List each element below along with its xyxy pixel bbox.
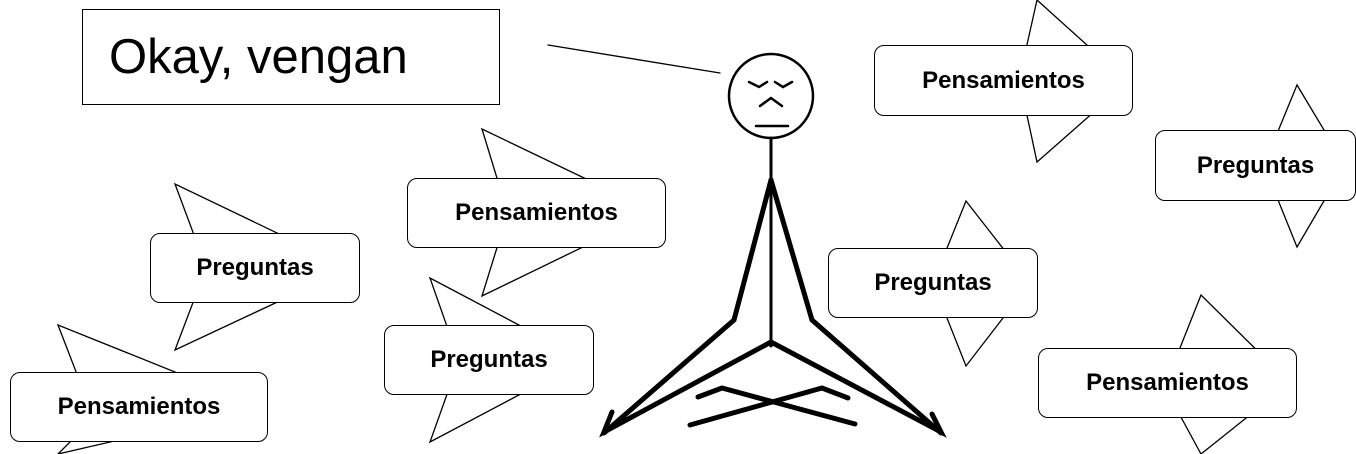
question-bubble: Preguntas bbox=[150, 233, 360, 303]
bubble-label: Preguntas bbox=[1196, 151, 1315, 179]
bubble-label: Preguntas bbox=[430, 346, 548, 373]
bubble-label: Preguntas bbox=[196, 254, 314, 281]
figure-crossed-shin-left bbox=[695, 385, 858, 427]
bubble-label: Pensamientos bbox=[922, 66, 1085, 94]
bubble-label: Pensamientos bbox=[455, 199, 618, 226]
speech-text: Okay, vengan bbox=[109, 30, 408, 84]
question-bubble: Preguntas bbox=[828, 248, 1038, 318]
thought-bubble: Pensamientos bbox=[874, 45, 1133, 116]
figure-crossed-shin-right bbox=[687, 385, 851, 428]
bubble-label: Pensamientos bbox=[1086, 369, 1249, 396]
thought-bubble: Pensamientos bbox=[1038, 348, 1297, 418]
thought-bubble: Pensamientos bbox=[407, 178, 666, 248]
figure-nose bbox=[758, 96, 784, 108]
figure-left-arm bbox=[601, 177, 774, 436]
thought-bubble: Pensamientos bbox=[10, 372, 268, 442]
bubble-label: Pensamientos bbox=[57, 393, 221, 420]
question-bubble: Preguntas bbox=[1155, 130, 1356, 201]
bubble-label: Preguntas bbox=[874, 269, 992, 296]
figure-eye-left bbox=[747, 80, 769, 89]
figure-eye-right bbox=[773, 80, 794, 89]
speech-box: Okay, vengan bbox=[82, 9, 500, 105]
meditating-stick-figure bbox=[599, 52, 947, 438]
speech-pointer-line bbox=[547, 44, 721, 74]
figure-right-leg bbox=[768, 339, 947, 438]
figure-left-leg bbox=[599, 339, 774, 438]
figure-right-arm bbox=[768, 177, 944, 436]
question-bubble: Preguntas bbox=[384, 325, 594, 395]
